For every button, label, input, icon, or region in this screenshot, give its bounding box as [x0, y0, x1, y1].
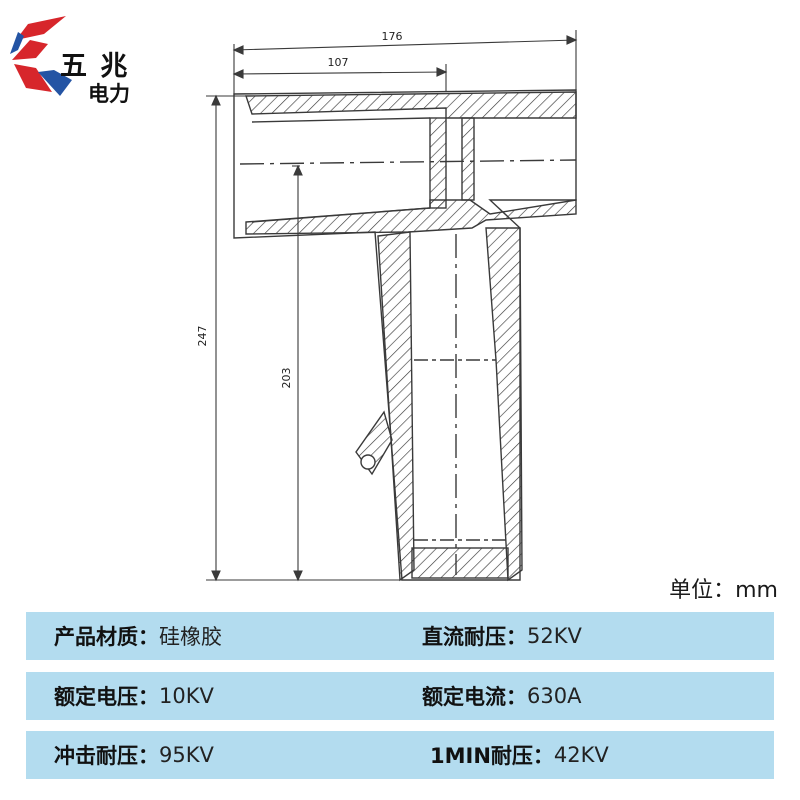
spec-1min-withstand: 1MIN耐压： 42KV — [430, 731, 609, 779]
stem-left-wall — [377, 231, 415, 582]
spec-value: 630A — [527, 684, 582, 708]
test-point-hole — [360, 454, 376, 470]
spec-dc-withstand: 直流耐压： 52KV — [422, 612, 582, 660]
spec-label: 额定电压： — [54, 685, 159, 709]
dim-total-width: 176 — [382, 30, 403, 43]
spec-value: 硅橡胶 — [159, 625, 222, 649]
center-insert-right — [461, 117, 475, 201]
spec-label: 冲击耐压： — [54, 744, 159, 768]
spec-label: 直流耐压： — [422, 625, 527, 649]
dim-total-height: 247 — [196, 326, 209, 347]
dim-upper-width: 107 — [328, 56, 349, 69]
spec-row-2: 额定电压： 10KV 额定电流： 630A — [26, 672, 774, 720]
spec-value: 52KV — [527, 624, 582, 648]
brand-mark-icon — [10, 16, 72, 96]
spec-rated-current: 额定电流： 630A — [422, 672, 581, 720]
brand-logo: 五 兆 电力 — [8, 10, 148, 106]
spec-value: 42KV — [553, 743, 609, 767]
spec-impulse-withstand: 冲击耐压： 95KV — [54, 731, 214, 779]
unit-label: 单位：mm — [669, 578, 778, 603]
spec-rated-voltage: 额定电压： 10KV — [54, 672, 214, 720]
brand-name-line1: 五 兆 — [60, 51, 130, 82]
spec-value: 95KV — [159, 743, 214, 767]
spec-row-1: 产品材质： 硅橡胶 直流耐压： 52KV — [26, 612, 774, 660]
product-technical-drawing: 176 107 247 203 — [196, 30, 578, 582]
spec-label: 1MIN耐压： — [430, 744, 554, 768]
stem-right-wall — [485, 227, 523, 582]
center-insert — [429, 117, 447, 209]
spec-row-3: 冲击耐压： 95KV 1MIN耐压： 42KV — [26, 731, 774, 779]
brand-name-line2: 电力 — [88, 81, 130, 106]
spec-label: 产品材质： — [54, 625, 159, 649]
spec-material: 产品材质： 硅橡胶 — [54, 612, 222, 660]
spec-value: 10KV — [159, 684, 214, 708]
spec-label: 额定电流： — [422, 685, 527, 709]
stem-bottom-band — [411, 547, 509, 579]
dim-inner-height: 203 — [280, 368, 293, 389]
